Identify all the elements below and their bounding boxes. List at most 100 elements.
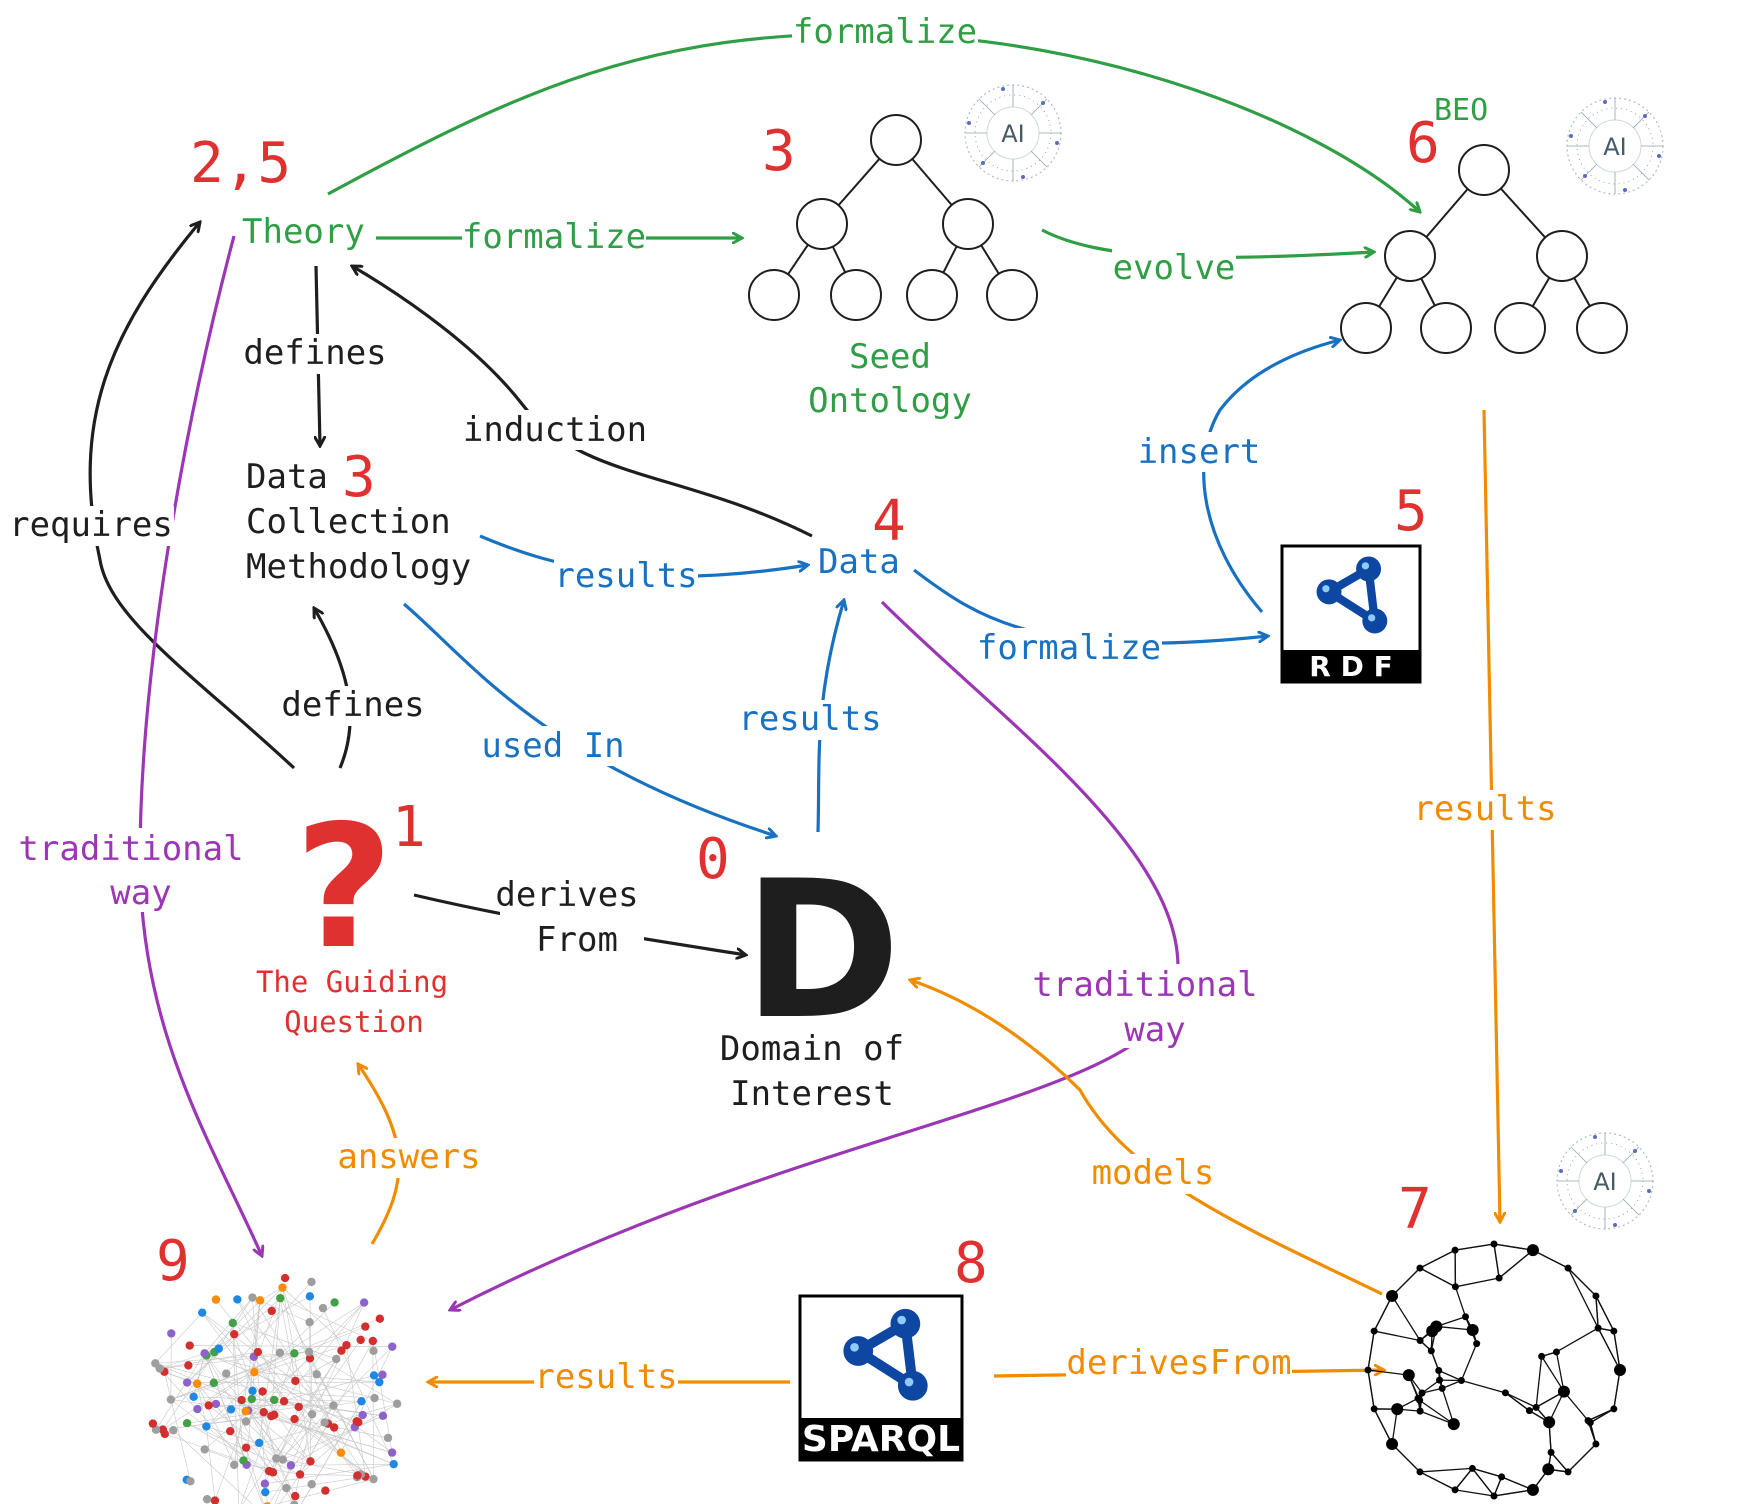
network-edge xyxy=(232,1322,337,1360)
network-edge xyxy=(263,1412,277,1459)
step-number: 6 xyxy=(1406,111,1440,176)
edge-label: insert xyxy=(1138,432,1260,472)
beo-tree-icon xyxy=(1340,144,1628,354)
network-edge xyxy=(1589,1408,1615,1424)
network-node xyxy=(1592,1292,1600,1300)
network-edge xyxy=(245,1447,264,1504)
network-node xyxy=(353,1471,362,1480)
network-edge xyxy=(1472,1467,1502,1478)
network-node xyxy=(290,1500,299,1504)
network-node xyxy=(278,1455,288,1464)
network-node xyxy=(1526,1244,1539,1257)
network-node xyxy=(1370,1327,1378,1335)
network-node xyxy=(202,1422,211,1431)
network-edge xyxy=(1454,1243,1495,1251)
network-edge xyxy=(159,1348,219,1369)
svg-text:results: results xyxy=(554,556,697,596)
network-node xyxy=(1538,1352,1546,1360)
edge-label: induction xyxy=(462,410,648,450)
network-node xyxy=(1416,1264,1424,1272)
network-edge xyxy=(240,1353,295,1504)
network-edge xyxy=(264,1463,394,1485)
network-edge xyxy=(1493,1243,1500,1279)
network-node xyxy=(369,1474,378,1484)
network-node xyxy=(255,1296,265,1305)
network-edge xyxy=(1461,1379,1506,1394)
network-edge xyxy=(164,1371,191,1482)
network-edge xyxy=(278,1474,301,1504)
ai-badge-icon: AI xyxy=(964,84,1062,182)
network-node xyxy=(204,1401,213,1410)
edge-label: formalize xyxy=(976,628,1162,668)
network-node xyxy=(254,1438,264,1448)
network-edge xyxy=(159,1368,244,1461)
network-edge xyxy=(299,1426,355,1475)
edge-kg-domain xyxy=(910,980,1383,1296)
edge-label: models xyxy=(1090,1153,1216,1194)
network-edge xyxy=(189,1345,393,1347)
network-node xyxy=(1564,1264,1572,1272)
network-edge xyxy=(204,1353,334,1406)
svg-text:models: models xyxy=(1092,1153,1215,1193)
network-edge xyxy=(282,1287,347,1346)
network-node xyxy=(1435,1367,1443,1375)
network-node xyxy=(200,1445,209,1454)
edge-theory-graph xyxy=(138,235,262,1256)
network-node xyxy=(186,1477,195,1486)
network-edge xyxy=(164,1371,198,1385)
network-node xyxy=(198,1308,207,1317)
network-edge xyxy=(1441,1388,1455,1425)
network-edge xyxy=(1567,1267,1597,1297)
network-node xyxy=(1391,1403,1404,1416)
svg-text:traditional: traditional xyxy=(1032,965,1257,1005)
network-node xyxy=(375,1377,384,1387)
network-edge xyxy=(208,1405,277,1459)
network-node xyxy=(209,1378,219,1388)
svg-text:way: way xyxy=(1124,1010,1185,1050)
network-node xyxy=(1614,1364,1626,1376)
network-node xyxy=(279,1397,289,1406)
network-edge xyxy=(186,1422,274,1473)
network-node xyxy=(248,1293,257,1302)
network-node xyxy=(193,1379,202,1388)
network-edge xyxy=(1532,1249,1569,1269)
network-edge xyxy=(1550,1451,1569,1473)
network-node xyxy=(1557,1385,1570,1398)
network-edge xyxy=(294,1418,374,1480)
network-node xyxy=(1427,1347,1435,1355)
network-edge xyxy=(206,1355,270,1472)
edge-label: results xyxy=(1412,789,1558,830)
network-node xyxy=(237,1395,246,1405)
network-node xyxy=(1525,1407,1533,1415)
network-node xyxy=(167,1329,176,1338)
network-node xyxy=(307,1277,316,1287)
network-edge xyxy=(1438,1369,1462,1382)
network-edge xyxy=(215,1299,358,1476)
network-edge xyxy=(1367,1369,1409,1376)
edge-label: defines xyxy=(281,685,425,726)
network-node xyxy=(1466,1324,1479,1337)
step-number: 5 xyxy=(1394,479,1428,544)
network-node xyxy=(1526,1483,1539,1496)
network-node xyxy=(264,1466,274,1476)
network-edge xyxy=(164,1433,274,1473)
domain-d-icon: D xyxy=(743,840,901,1061)
step-number: 1 xyxy=(392,795,426,860)
network-node xyxy=(342,1340,351,1350)
network-node xyxy=(1386,1438,1399,1451)
network-node xyxy=(336,1448,346,1457)
node-theory-label: Theory xyxy=(242,212,365,252)
network-node xyxy=(352,1417,361,1426)
network-node xyxy=(1501,1389,1509,1397)
rdf-logo-icon: R D F xyxy=(1280,544,1422,684)
network-node xyxy=(387,1448,397,1457)
network-node xyxy=(1457,1377,1465,1385)
svg-text:defines: defines xyxy=(243,333,386,373)
network-edge xyxy=(206,1355,398,1405)
network-edge xyxy=(201,1312,311,1462)
edge-label: results xyxy=(534,1357,678,1398)
network-edge xyxy=(309,1322,311,1462)
network-edge xyxy=(1391,1267,1421,1297)
network-edge xyxy=(1595,1295,1599,1329)
